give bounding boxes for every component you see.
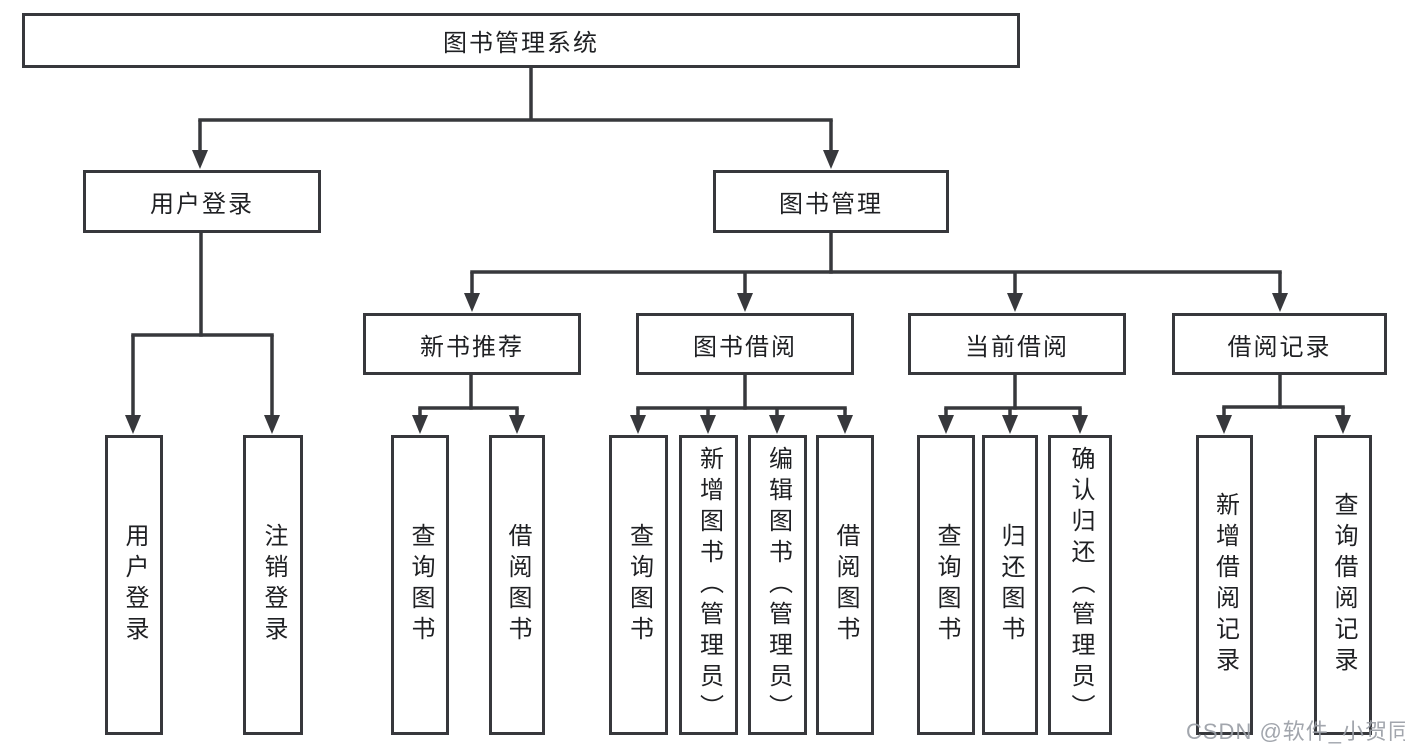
leaf-borrow-books-recommend: 借阅图书 — [489, 435, 545, 735]
leaf-query-books-borrow: 查询图书 — [609, 435, 668, 735]
node-borrow-records: 借阅记录 — [1172, 313, 1387, 375]
leaf-logout: 注销登录 — [243, 435, 303, 735]
node-book-borrow: 图书借阅 — [636, 313, 854, 375]
node-new-book-recommend: 新书推荐 — [363, 313, 581, 375]
node-current-borrow: 当前借阅 — [908, 313, 1126, 375]
leaf-query-books-current: 查询图书 — [917, 435, 975, 735]
leaf-borrow-books: 借阅图书 — [816, 435, 874, 735]
csdn-watermark: CSDN @软件_小贺同学 — [1186, 719, 1405, 744]
leaf-query-books-recommend: 查询图书 — [391, 435, 449, 735]
node-book-management: 图书管理 — [713, 170, 949, 233]
leaf-add-books-admin: 新增图书（管理员） — [679, 435, 738, 735]
leaf-query-borrow-record: 查询借阅记录 — [1314, 435, 1372, 735]
leaf-confirm-return-admin: 确认归还（管理员） — [1048, 435, 1112, 735]
node-user-login-branch: 用户登录 — [83, 170, 321, 233]
leaf-edit-books-admin: 编辑图书（管理员） — [748, 435, 807, 735]
leaf-add-borrow-record: 新增借阅记录 — [1196, 435, 1253, 735]
leaf-user-login: 用户登录 — [105, 435, 163, 735]
leaf-return-books: 归还图书 — [982, 435, 1038, 735]
node-root-library-system: 图书管理系统 — [22, 13, 1020, 68]
